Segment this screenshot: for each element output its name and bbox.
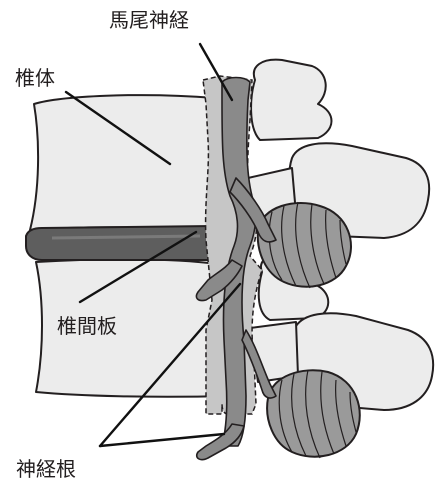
upper-articular-process: [251, 60, 331, 140]
cauda-equina-label: 馬尾神経: [109, 8, 189, 32]
disc-highlight: [52, 236, 200, 238]
intervertebral-disc-label: 椎間板: [57, 314, 117, 338]
nerve-root-leader-lower: [100, 434, 224, 446]
vertebral-body-label: 椎体: [15, 66, 55, 90]
upper-vertebral-body: [30, 95, 230, 232]
nerve-root-label: 神経根: [16, 457, 76, 481]
lower-ganglion: [267, 370, 360, 458]
